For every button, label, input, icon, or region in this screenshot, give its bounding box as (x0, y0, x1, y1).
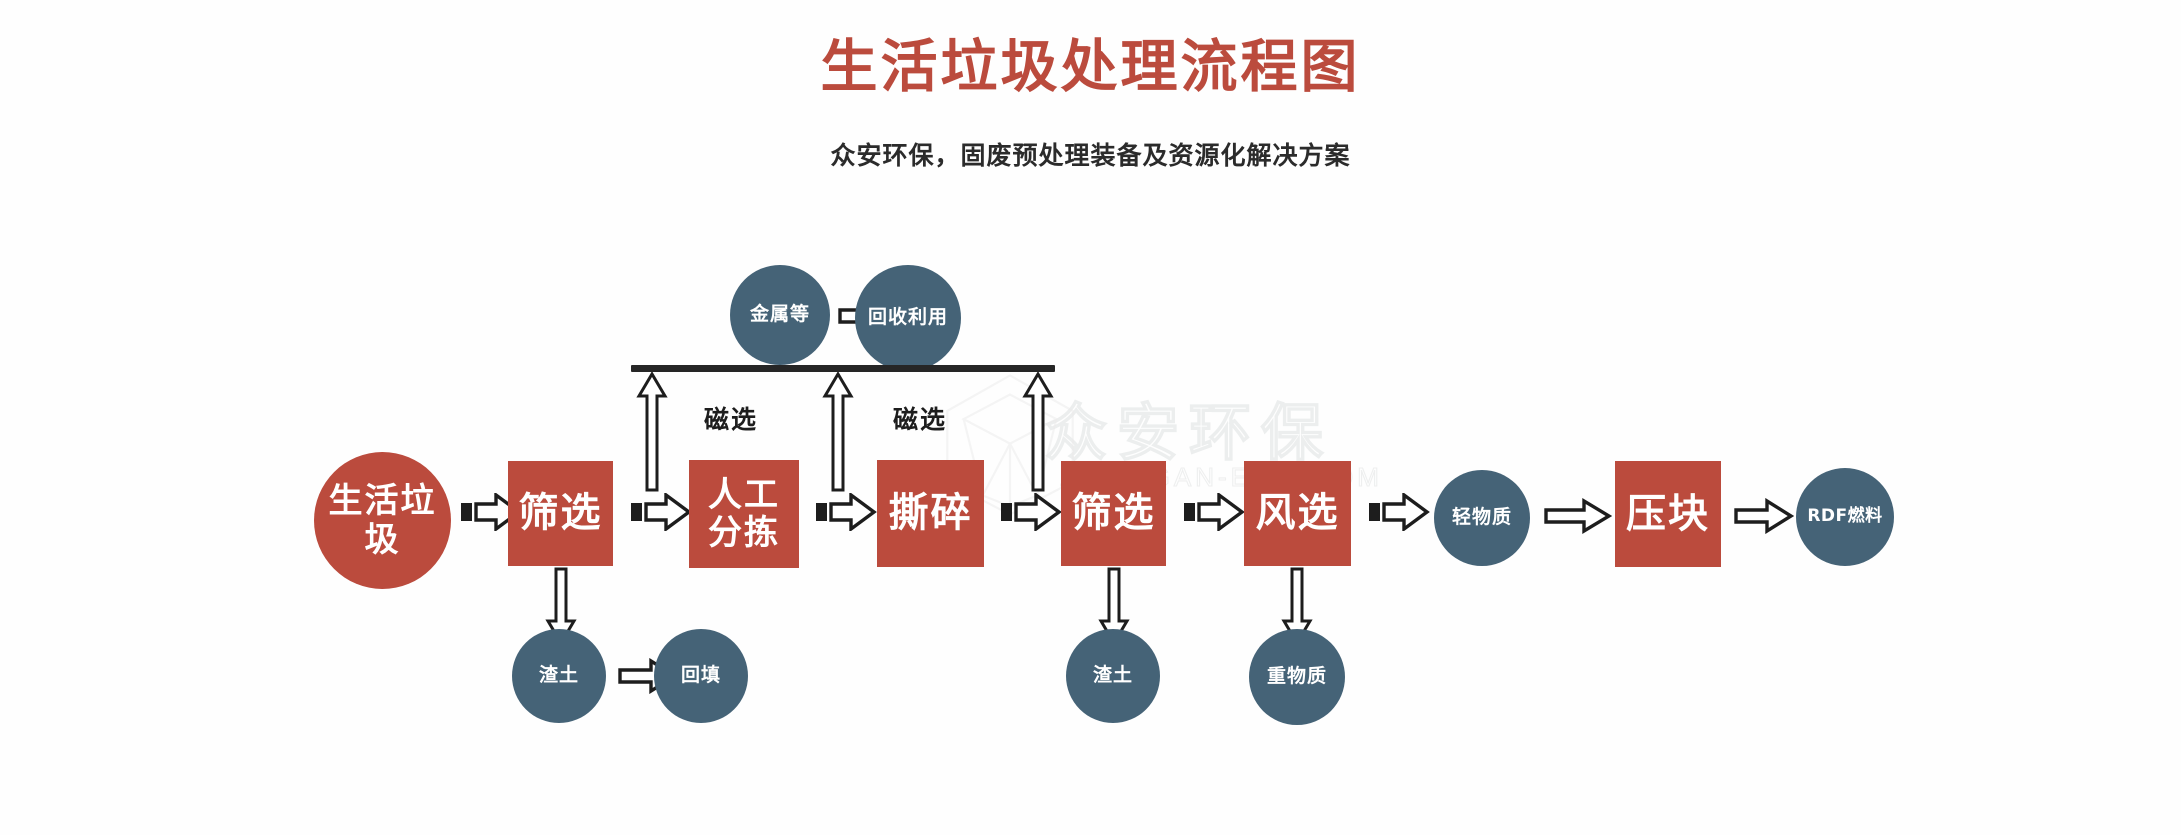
node-step-manual-sort[interactable]: 人工 分拣 (689, 460, 799, 568)
node-step-screen-1[interactable]: 筛选 (508, 461, 613, 566)
page-subtitle: 众安环保，固废预处理装备及资源化解决方案 (830, 141, 1351, 170)
stage-label-magnetic-2: 磁选 (893, 405, 948, 434)
node-rdf-fuel[interactable]: RDF燃料 (1796, 468, 1894, 566)
manual-sort-line-2: 分拣 (708, 513, 780, 553)
arrow-waste-to-screen1 (461, 493, 522, 531)
node-input-waste[interactable]: 生活垃圾 (314, 452, 451, 589)
arrow-screen2-to-airsep (1184, 493, 1245, 531)
node-step-screen-2[interactable]: 筛选 (1061, 461, 1166, 566)
node-backfill[interactable]: 回填 (654, 629, 748, 723)
node-step-shred[interactable]: 撕碎 (877, 460, 984, 567)
node-step-air-separation[interactable]: 风选 (1244, 461, 1351, 566)
arrow-up-magnetic-1 (636, 372, 668, 492)
arrow-airsep-to-light (1369, 493, 1430, 531)
node-heavy-fraction[interactable]: 重物质 (1249, 629, 1345, 725)
stage-label-magnetic-1: 磁选 (704, 405, 759, 434)
node-spoil-2[interactable]: 渣土 (1066, 629, 1160, 723)
node-light-fraction[interactable]: 轻物质 (1434, 470, 1530, 566)
arrow-sort-to-shred (816, 493, 877, 531)
recovery-collector-bar (631, 365, 1055, 372)
arrow-baling-to-rdf (1734, 498, 1794, 534)
manual-sort-line-1: 人工 (708, 474, 780, 515)
node-step-baling[interactable]: 压块 (1615, 461, 1721, 567)
arrow-light-to-baling (1544, 498, 1612, 534)
arrow-screen1-to-sort (631, 493, 692, 531)
arrow-shred-to-screen2 (1001, 493, 1062, 531)
node-metal-collected[interactable]: 金属等 (730, 265, 830, 365)
node-spoil-1[interactable]: 渣土 (512, 629, 606, 723)
page-title: 生活垃圾处理流程图 (820, 34, 1361, 100)
arrow-up-magnetic-2 (822, 372, 854, 492)
node-recycle-use[interactable]: 回收利用 (855, 265, 961, 371)
arrow-up-magnetic-3 (1022, 372, 1054, 492)
watermark-brand-text: 众安环保 (1044, 395, 1334, 469)
